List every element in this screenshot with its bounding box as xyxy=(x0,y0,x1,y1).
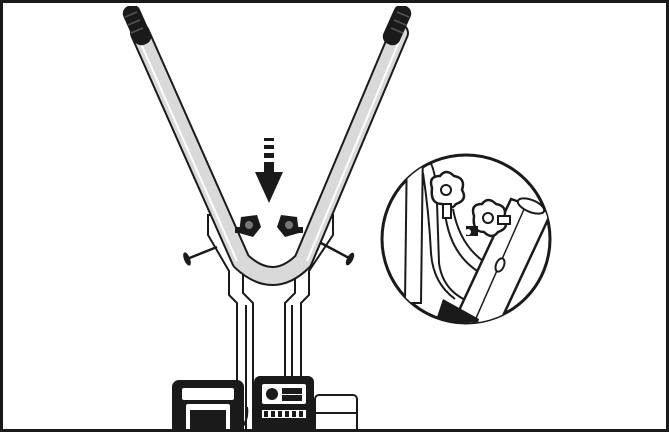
grip-left xyxy=(122,6,152,46)
assembly-diagram xyxy=(122,6,552,429)
engine-body xyxy=(172,376,358,429)
grip-right xyxy=(382,6,412,46)
star-knob-icon xyxy=(235,215,261,237)
carriage-bolt-icon xyxy=(183,245,218,266)
carriage-bolt-icon xyxy=(320,241,355,266)
upper-handle xyxy=(130,23,409,286)
star-knob-icon xyxy=(465,198,511,238)
star-knob-icon xyxy=(429,170,466,219)
detail-circle xyxy=(380,153,552,325)
star-knob-icon xyxy=(277,215,303,237)
down-arrow-icon xyxy=(255,138,283,203)
